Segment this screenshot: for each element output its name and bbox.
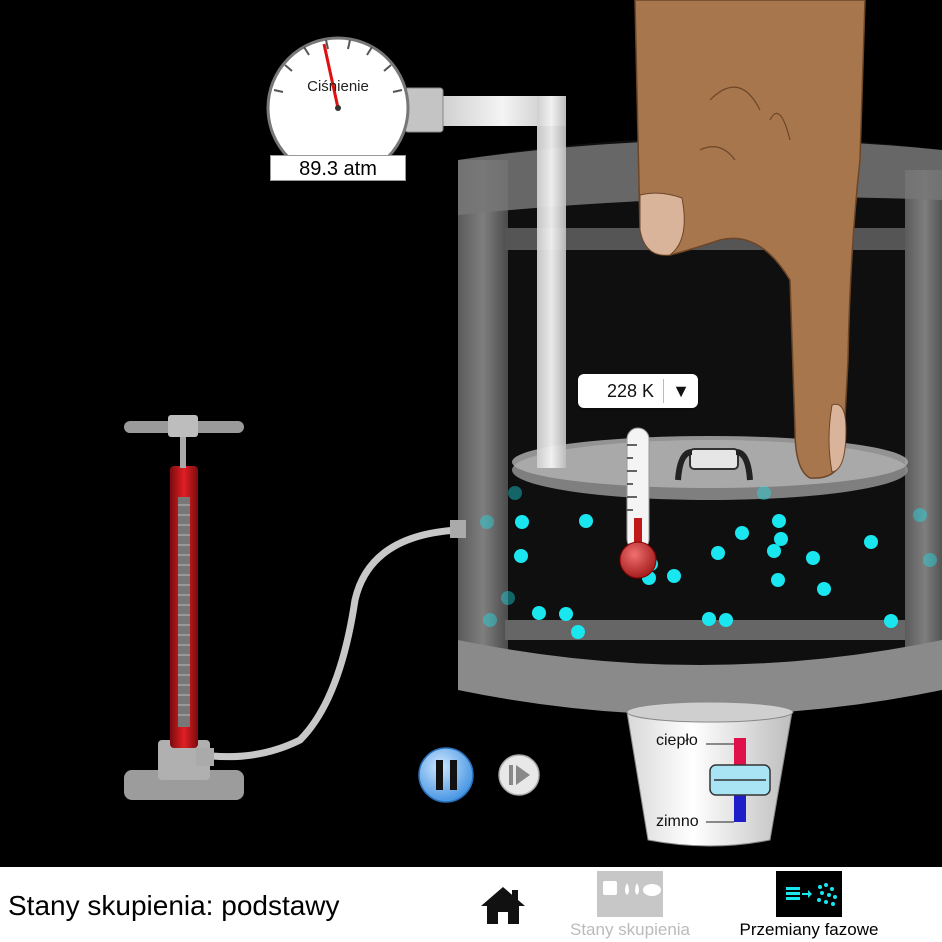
screen-icon-phase-changes[interactable] <box>776 871 842 917</box>
screen-label-states[interactable]: Stany skupienia <box>569 920 691 939</box>
screen-icon-states[interactable] <box>597 871 663 917</box>
pump-hose <box>211 526 459 761</box>
hose-connector <box>450 520 466 538</box>
temperature-unit-selector[interactable]: 228 K ▼ <box>578 374 698 408</box>
states-icon <box>603 881 661 896</box>
sim-canvas <box>124 0 942 847</box>
pause-button[interactable] <box>418 747 474 803</box>
finger-icon[interactable] <box>634 0 866 479</box>
sim-title: Stany skupienia: podstawy <box>8 890 340 921</box>
heat-cool-bucket[interactable] <box>626 701 794 847</box>
dropdown-arrow-icon[interactable]: ▼ <box>672 381 690 401</box>
thermometer-icon <box>619 427 657 579</box>
lid-handle-icon[interactable] <box>675 448 753 481</box>
step-button[interactable] <box>498 754 540 796</box>
temperature-divider <box>663 379 664 403</box>
home-icon[interactable] <box>478 884 528 928</box>
step-forward-icon <box>509 765 530 785</box>
screen-label-phase-changes[interactable]: Przemiany fazowe <box>739 920 879 939</box>
phase-changes-icon <box>786 883 837 906</box>
pressure-readout: 89.3 atm <box>270 155 406 181</box>
pump-handle[interactable] <box>124 415 244 437</box>
heat-cool-slider-thumb[interactable] <box>709 764 771 796</box>
cold-label: zimno <box>656 813 699 830</box>
pump[interactable] <box>124 415 244 800</box>
gauge-label: Ciśnienie <box>307 78 369 95</box>
pause-icon <box>436 760 457 790</box>
sim-play-area: Ciśnienie 89.3 atm 228 K ▼ ciepło zimno <box>124 0 942 847</box>
gauge-pipe <box>404 87 566 468</box>
hot-label: ciepło <box>656 732 698 749</box>
temperature-value: 228 K <box>606 381 654 401</box>
